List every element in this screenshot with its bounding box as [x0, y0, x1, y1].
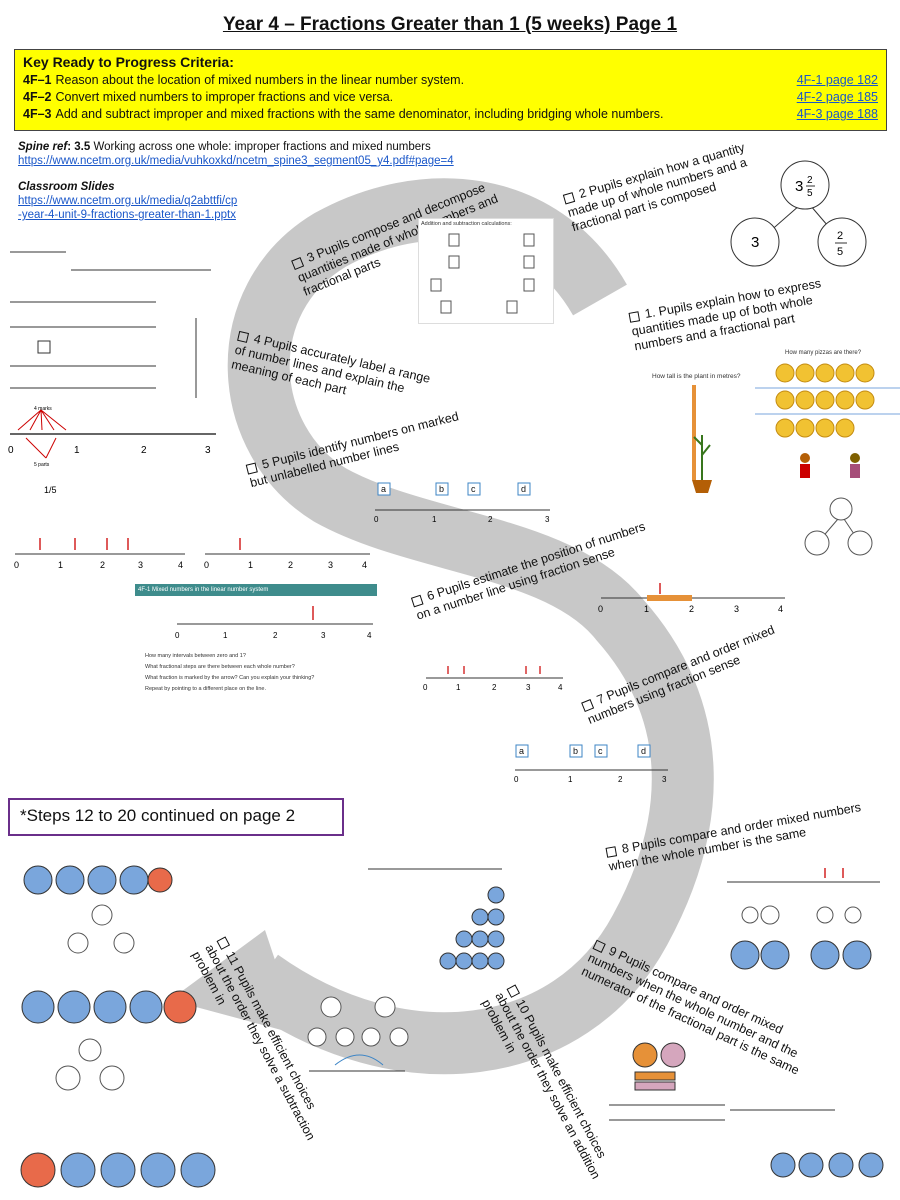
svg-text:0: 0: [598, 604, 603, 614]
subtraction-visual: [20, 865, 216, 1188]
svg-text:4: 4: [778, 604, 783, 614]
svg-text:1: 1: [223, 631, 228, 640]
svg-text:5: 5: [837, 246, 843, 258]
part-whole-addition: [307, 996, 409, 1072]
letter-number-line-bottom: 0 1 2 3: [514, 744, 668, 784]
svg-text:2: 2: [488, 515, 493, 524]
svg-text:3: 3: [526, 683, 531, 692]
compare-fractions-visual: [727, 868, 880, 970]
svg-text:3: 3: [751, 234, 759, 251]
svg-text:0: 0: [514, 775, 519, 784]
svg-text:0: 0: [8, 445, 14, 456]
calculation-boxes: [430, 233, 535, 314]
parts-label: 5 parts: [34, 462, 50, 468]
svg-text:2: 2: [288, 560, 293, 570]
calculations-panel: Addition and subtraction calculations:: [418, 218, 554, 324]
fraction-bars-visual: [609, 1042, 884, 1178]
slides-link[interactable]: https://www.ncetm.org.uk/media/q2abttfi/…: [18, 195, 238, 221]
part-whole-model: 3 2 5 3 2 5: [730, 160, 867, 267]
svg-text:4: 4: [178, 560, 183, 570]
marks-label: 4 marks: [34, 406, 52, 412]
page-title: Year 4 – Fractions Greater than 1 (5 wee…: [222, 14, 678, 35]
worksheet-bullet: Repeat by pointing to a different place …: [145, 686, 266, 692]
classroom-slides: Classroom Slides https://www.ncetm.org.u…: [18, 181, 238, 221]
plant-image: [692, 385, 712, 493]
svg-text:0: 0: [14, 560, 19, 570]
svg-text:2: 2: [689, 604, 694, 614]
worksheet-bullet: What fractional steps are there between …: [145, 664, 295, 670]
svg-text:2: 2: [618, 775, 623, 784]
part-whole-small: [804, 497, 873, 556]
svg-text:4: 4: [558, 683, 563, 692]
svg-text:1: 1: [568, 775, 573, 784]
svg-text:0: 0: [374, 515, 379, 524]
svg-text:3: 3: [662, 775, 667, 784]
svg-text:3: 3: [321, 631, 326, 640]
svg-text:4: 4: [362, 560, 367, 570]
svg-text:1: 1: [644, 604, 649, 614]
svg-text:0: 0: [423, 683, 428, 692]
criteria-link[interactable]: 4F-1 page 182: [796, 73, 878, 87]
svg-text:2: 2: [492, 683, 497, 692]
mixed-number-line-panel: 0 1 2 3 4: [423, 666, 563, 692]
letter-number-line-top: 0 1 2 3: [374, 482, 550, 524]
svg-text:2: 2: [837, 230, 843, 242]
worksheet-bullet: What fraction is marked by the arrow? Ca…: [145, 675, 315, 681]
svg-text:3: 3: [138, 560, 143, 570]
criteria-link[interactable]: 4F-2 page 185: [796, 90, 878, 104]
one-fifth-label: 1/5: [44, 485, 57, 495]
left-number-lines: 4 marks 5 parts 0 1 2 3 1/5: [8, 251, 216, 495]
criteria-heading: Key Ready to Progress Criteria:: [23, 54, 234, 70]
worksheet-number-line: 0 1 2 3 4: [175, 606, 373, 640]
svg-text:0: 0: [204, 560, 209, 570]
svg-text:1: 1: [58, 560, 63, 570]
svg-text:3: 3: [545, 515, 550, 524]
worksheet-title: 4F-1 Mixed numbers in the linear number …: [135, 584, 377, 596]
svg-text:4: 4: [367, 631, 372, 640]
worksheet-panel: 4F-1 Mixed numbers in the linear number …: [135, 584, 377, 714]
svg-text:1: 1: [248, 560, 253, 570]
svg-text:3: 3: [205, 445, 211, 456]
svg-text:3: 3: [328, 560, 333, 570]
addition-visual: [368, 868, 505, 970]
pizzas-image: [755, 363, 900, 478]
estimate-number-lines: 0 1 2 3 4 0 1 2 3 4: [14, 538, 370, 570]
svg-text:2: 2: [141, 445, 147, 456]
svg-text:1: 1: [456, 683, 461, 692]
spine-ref: Spine ref: 3.5 Working across one whole:…: [18, 141, 454, 167]
svg-text:3: 3: [734, 604, 739, 614]
pizzas-question: How many pizzas are there?: [785, 350, 862, 356]
svg-text:0: 0: [175, 631, 180, 640]
svg-text:3: 3: [795, 178, 803, 195]
worksheet-bullet: How many intervals between zero and 1?: [145, 653, 246, 659]
plant-question: How tall is the plant in metres?: [652, 373, 741, 380]
criteria-link[interactable]: 4F-3 page 188: [796, 107, 878, 121]
svg-text:2: 2: [100, 560, 105, 570]
svg-text:1: 1: [74, 445, 80, 456]
svg-text:2: 2: [807, 175, 813, 186]
spine-link[interactable]: https://www.ncetm.org.uk/media/vuhkoxkd/…: [18, 155, 454, 167]
continued-note: *Steps 12 to 20 continued on page 2: [8, 798, 344, 836]
svg-text:2: 2: [273, 631, 278, 640]
svg-text:1: 1: [432, 515, 437, 524]
orange-number-line: 0 1 2 3 4: [598, 583, 785, 614]
svg-text:5: 5: [807, 188, 813, 199]
